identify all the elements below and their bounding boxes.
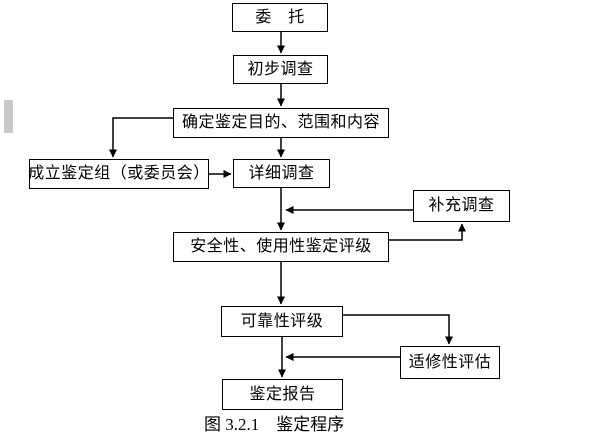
node-repairability-assessment: 适修性评估 xyxy=(400,346,500,379)
arrow-reliability-to-repair xyxy=(343,314,453,345)
node-establish-group: 成立鉴定组（或委员会） xyxy=(28,159,209,189)
arrow-determine-to-group xyxy=(109,117,173,158)
node-detailed-survey: 详细调查 xyxy=(233,159,330,188)
node-safety-serviceability-rating: 安全性、使用性鉴定评级 xyxy=(173,232,389,262)
arrow-safety-to-supplement xyxy=(389,223,466,241)
figure-caption: 图 3.2.1 鉴定程序 xyxy=(204,415,345,434)
node-appraisal-report: 鉴定报告 xyxy=(222,379,343,410)
left-margin-marker xyxy=(4,100,13,133)
node-supplementary-survey: 补充调查 xyxy=(413,190,510,222)
node-reliability-rating: 可靠性评级 xyxy=(221,306,343,337)
node-preliminary-survey: 初步调查 xyxy=(233,55,328,84)
node-determine-scope: 确定鉴定目的、范围和内容 xyxy=(173,108,389,138)
node-commission: 委 托 xyxy=(232,3,328,32)
